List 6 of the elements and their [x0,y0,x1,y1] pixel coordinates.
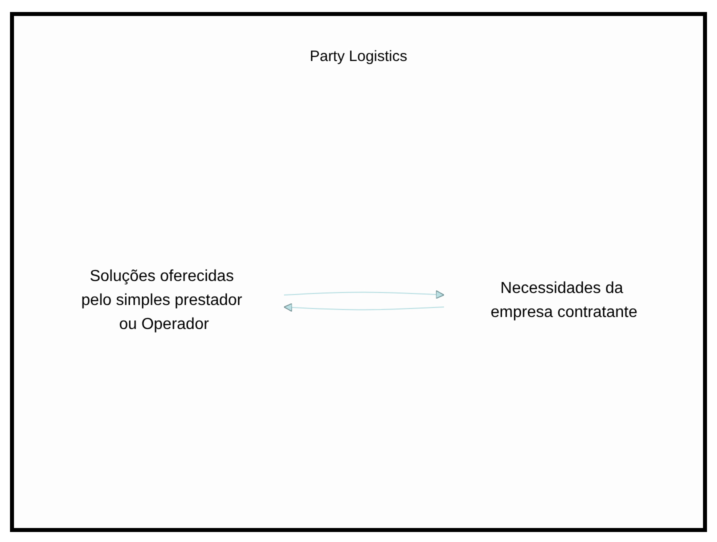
arrow [284,303,444,312]
node-text: Necessidades da empresa contratante [490,280,638,321]
arrow [284,290,444,299]
diagram-title: Party Logistics [308,48,408,65]
diagram-frame: Party Logistics Soluções oferecidas pelo simples prestador ou Operador Necessidades da empresa contratante [10,12,707,532]
node-text: Soluções oferecidas pelo simples prestador ou Operador [81,268,242,333]
